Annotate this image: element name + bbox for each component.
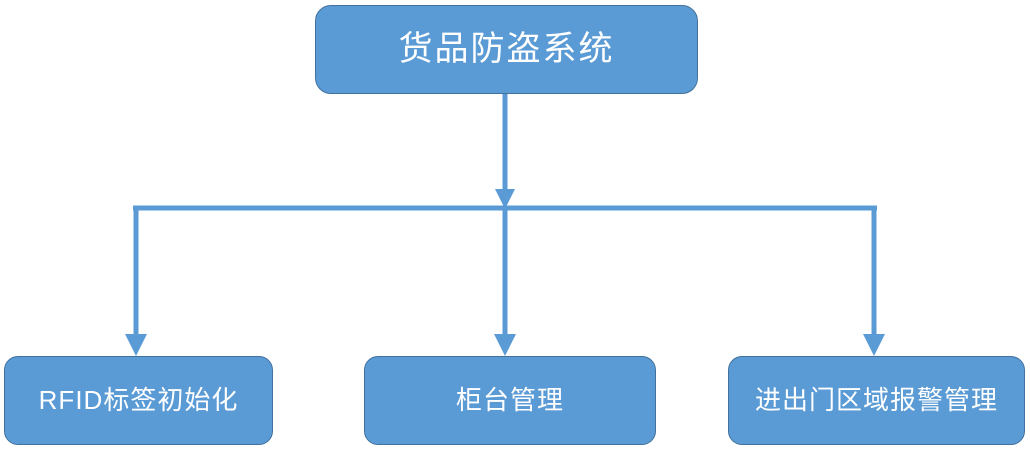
connector-root-to-bar: [495, 94, 515, 209]
connector-branch-right: [863, 208, 885, 356]
node-child-counter-management[interactable]: 柜台管理: [364, 356, 656, 445]
node-root-anti-theft-system[interactable]: 货品防盗系统: [315, 5, 698, 94]
node-child-label: 进出门区域报警管理: [754, 385, 998, 416]
node-child-label: 柜台管理: [455, 385, 564, 416]
node-child-rfid-tag-init[interactable]: RFID标签初始化: [4, 356, 273, 445]
connector-branch-center: [494, 208, 516, 356]
node-root-label: 货品防盗系统: [398, 29, 615, 68]
node-child-gate-area-alarm-management[interactable]: 进出门区域报警管理: [728, 356, 1025, 445]
connector-branch-left: [125, 208, 147, 356]
node-child-label: RFID标签初始化: [38, 385, 239, 416]
